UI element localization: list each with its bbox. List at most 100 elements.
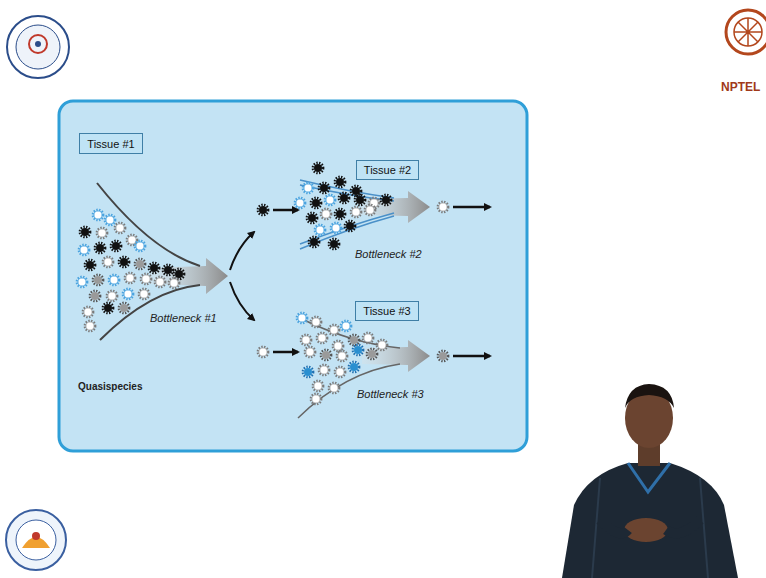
virion bbox=[77, 277, 88, 288]
arrow bbox=[453, 206, 490, 209]
virion bbox=[313, 163, 324, 174]
virion bbox=[337, 351, 348, 362]
virion bbox=[83, 307, 94, 318]
virion bbox=[109, 275, 120, 286]
virion bbox=[163, 265, 174, 276]
virion bbox=[365, 205, 376, 216]
bottleneck-label: Bottleneck #3 bbox=[357, 388, 424, 400]
virion bbox=[90, 291, 101, 302]
nptel-logo bbox=[726, 10, 766, 54]
virion bbox=[319, 183, 330, 194]
virion bbox=[127, 235, 138, 246]
virion bbox=[315, 225, 326, 236]
split-arrow bbox=[230, 232, 254, 270]
virion bbox=[345, 221, 356, 232]
virion bbox=[381, 195, 392, 206]
virion bbox=[123, 289, 134, 300]
bottleneck-funnel bbox=[300, 180, 430, 249]
virion bbox=[107, 291, 118, 302]
arrow bbox=[273, 209, 298, 212]
virion bbox=[303, 183, 314, 194]
virion bbox=[139, 289, 150, 300]
virion bbox=[377, 340, 388, 351]
virion bbox=[319, 365, 330, 376]
virion bbox=[307, 213, 318, 224]
virion bbox=[125, 273, 136, 284]
bottleneck-label: Bottleneck #2 bbox=[355, 248, 422, 260]
virion bbox=[80, 227, 91, 238]
virion bbox=[79, 245, 90, 256]
virion bbox=[141, 274, 152, 285]
virion bbox=[335, 177, 346, 188]
virion bbox=[329, 325, 340, 336]
virion bbox=[335, 209, 346, 220]
virion bbox=[333, 341, 344, 352]
virion bbox=[93, 275, 104, 286]
tissue-label: Tissue #3 bbox=[363, 305, 410, 317]
virion bbox=[115, 223, 126, 234]
bottleneck-label: Bottleneck #1 bbox=[150, 312, 217, 324]
virion bbox=[305, 347, 316, 358]
tissue-box: Tissue #3 bbox=[355, 301, 419, 321]
virion bbox=[329, 383, 340, 394]
virion bbox=[355, 195, 366, 206]
split-arrow bbox=[230, 282, 254, 320]
virion bbox=[331, 223, 342, 234]
virion bbox=[85, 260, 96, 271]
virion bbox=[155, 277, 166, 288]
virion bbox=[349, 335, 360, 346]
virion bbox=[111, 241, 122, 252]
virion bbox=[135, 259, 146, 270]
bottleneck-funnel bbox=[298, 318, 430, 418]
virion bbox=[313, 381, 324, 392]
virion bbox=[135, 241, 146, 252]
department-logo bbox=[6, 510, 66, 570]
panel bbox=[59, 101, 527, 451]
virion bbox=[349, 362, 360, 373]
virion bbox=[329, 239, 340, 250]
tissue-label: Tissue #2 bbox=[364, 164, 411, 176]
virion bbox=[309, 237, 320, 248]
virion bbox=[95, 243, 106, 254]
virion bbox=[438, 202, 449, 213]
virion bbox=[321, 350, 332, 361]
tissue-box: Tissue #1 bbox=[79, 133, 143, 154]
tissue-label: Tissue #1 bbox=[87, 138, 134, 150]
virion bbox=[341, 321, 352, 332]
virion bbox=[303, 367, 314, 378]
virion bbox=[258, 205, 269, 216]
tissue-box: Tissue #2 bbox=[356, 160, 419, 180]
virion bbox=[311, 394, 322, 405]
virion bbox=[335, 367, 346, 378]
virion bbox=[321, 209, 332, 220]
virion bbox=[295, 198, 306, 209]
virion bbox=[367, 349, 378, 360]
virion bbox=[353, 345, 364, 356]
virion bbox=[119, 257, 130, 268]
virion bbox=[103, 303, 114, 314]
virion bbox=[169, 278, 180, 289]
virion bbox=[301, 335, 312, 346]
virion bbox=[93, 210, 104, 221]
virion bbox=[97, 228, 108, 239]
virion bbox=[297, 313, 308, 324]
virion bbox=[103, 257, 114, 268]
virion bbox=[325, 195, 336, 206]
virion bbox=[311, 317, 322, 328]
population-label: Quasispecies bbox=[78, 381, 142, 392]
virion bbox=[149, 263, 160, 274]
virion bbox=[85, 321, 96, 332]
arrow bbox=[273, 351, 298, 354]
virion bbox=[438, 351, 449, 362]
virion bbox=[119, 303, 130, 314]
virion bbox=[105, 215, 116, 226]
virion bbox=[258, 347, 269, 358]
virion bbox=[317, 333, 328, 344]
virion bbox=[351, 207, 362, 218]
logo-caption: NPTEL bbox=[721, 80, 760, 94]
institute-logo bbox=[7, 16, 69, 78]
bottleneck-funnel bbox=[97, 183, 228, 340]
presenter bbox=[562, 384, 738, 578]
